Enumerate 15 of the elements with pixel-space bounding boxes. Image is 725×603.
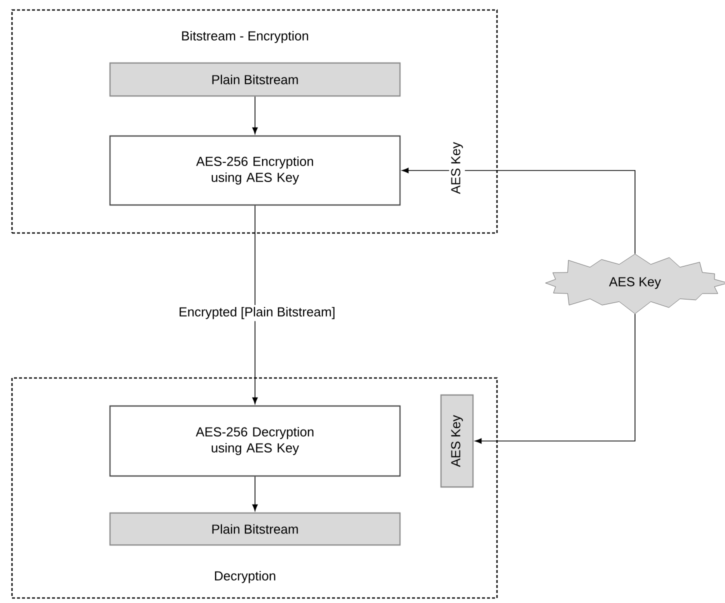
arrow [252,96,258,134]
arrow [402,168,636,254]
process-box: AES-256 Decryption using AES Key [109,405,401,477]
key-box: AES Key [440,394,474,488]
edge-label: AES Key [449,140,465,196]
arrow [474,314,636,444]
data-box: Plain Bitstream [109,512,401,546]
group-title: Bitstream - Encryption [182,30,308,44]
arrow [252,476,258,512]
key-starburst: AES Key [545,254,725,314]
group-title: Decryption [215,570,276,584]
process-box: AES-256 Encryption using AES Key [109,135,401,206]
edge-label: Encrypted [Plain Bitstream] [176,304,338,322]
arrow [252,205,258,404]
data-box: Plain Bitstream [109,62,401,97]
